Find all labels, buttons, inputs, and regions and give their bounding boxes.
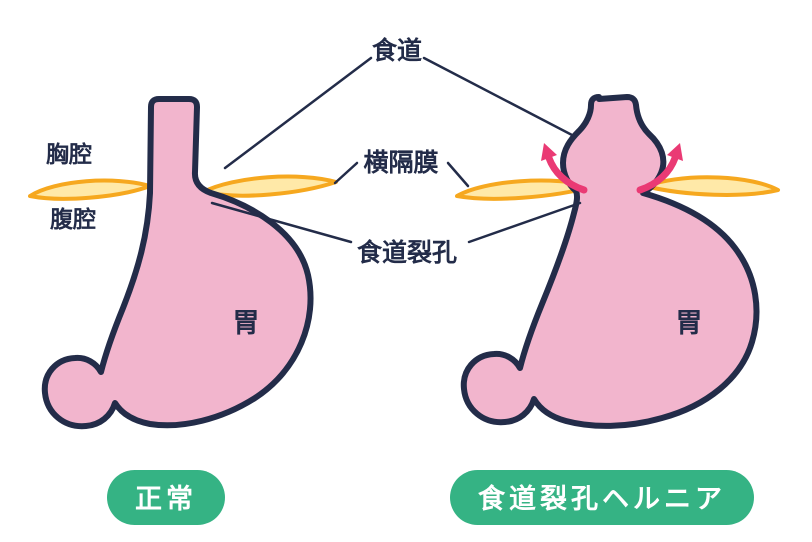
diaphragm-right-piece bbox=[201, 174, 338, 198]
hiatus-pointer-right bbox=[467, 201, 582, 244]
hernia-caption-badge: 食道裂孔ヘルニア bbox=[450, 470, 754, 525]
hernia-arrows bbox=[541, 143, 683, 194]
diaphragm-left-piece bbox=[28, 178, 152, 201]
pointer-lines bbox=[210, 56, 582, 244]
esophagus-label: 食道 bbox=[371, 37, 423, 65]
hernia-arrow-right bbox=[636, 154, 679, 194]
stomach-label-left: 胃 bbox=[232, 308, 260, 338]
normal-stomach-shape bbox=[41, 96, 314, 430]
diaphragm-label: 横隔膜 bbox=[363, 149, 439, 177]
diaphragm-right-piece bbox=[643, 175, 780, 197]
thoracic-cavity-label: 胸腔 bbox=[46, 141, 92, 167]
hiatus-label: 食道裂孔 bbox=[356, 239, 458, 267]
esophagus-pointer-right bbox=[422, 56, 574, 137]
abdominal-cavity-label: 腹腔 bbox=[50, 206, 96, 232]
stomach-label-right: 胃 bbox=[675, 308, 703, 338]
diaphragm-pointer-left bbox=[333, 161, 359, 185]
hernia-arrow-left bbox=[545, 154, 588, 194]
hiatus-pointer-left bbox=[210, 201, 353, 244]
hernia-arrow-left-head bbox=[541, 143, 557, 161]
hernia-stomach-shape bbox=[460, 94, 760, 429]
hernia-arrow-right-head bbox=[667, 143, 683, 161]
esophagus-pointer-left bbox=[223, 56, 373, 170]
normal-caption-badge: 正常 bbox=[107, 470, 225, 525]
diaphragm-pointer-right bbox=[446, 161, 470, 188]
